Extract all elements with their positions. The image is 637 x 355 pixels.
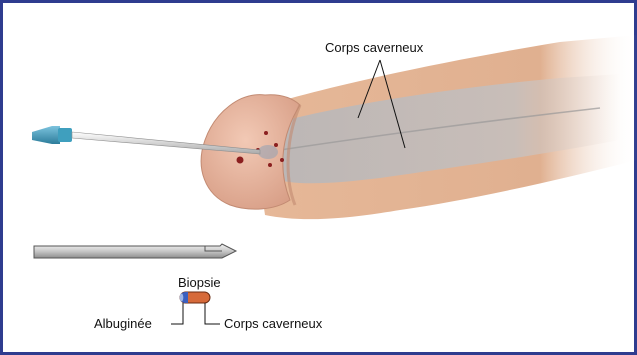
label-corps-caverneux-top: Corps caverneux: [325, 40, 424, 55]
label-corps-caverneux-bottom: Corps caverneux: [224, 316, 323, 331]
puncture-mark: [237, 157, 244, 164]
needle-hub-collar: [58, 128, 72, 142]
puncture-mark: [274, 143, 278, 147]
label-albuginee: Albuginée: [94, 316, 152, 331]
puncture-mark: [280, 158, 284, 162]
puncture-mark: [264, 131, 268, 135]
puncture-mark: [268, 163, 272, 167]
needle-tip-icon: [34, 244, 236, 258]
label-biopsie: Biopsie: [178, 275, 221, 290]
insertion-point: [258, 145, 278, 159]
biopsy-core-icon: [180, 292, 210, 303]
